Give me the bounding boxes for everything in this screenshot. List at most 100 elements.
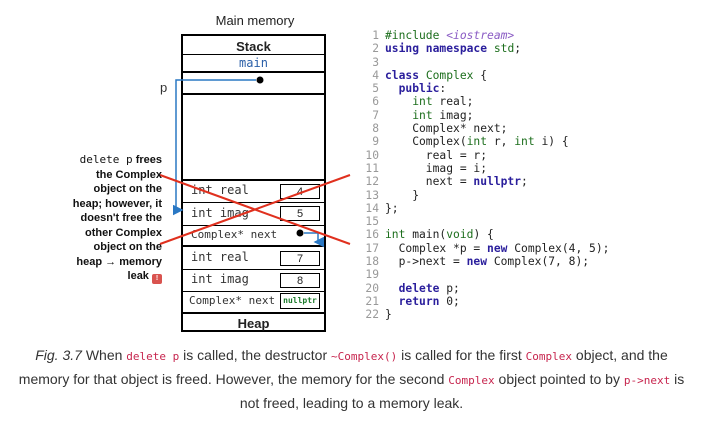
figure-caption: Fig. 3.7 When delete p is called, the de… [10,344,693,415]
code-line: 3 [365,56,609,69]
stack-divider [183,54,324,55]
code-text: #include <iostream> [385,29,515,42]
line-number: 20 [365,281,379,295]
heap-object-1-top [183,179,324,181]
code-line: 11 imag = i; [365,162,609,175]
line-number: 10 [365,148,379,162]
code-text: } [385,308,392,322]
line-number: 15 [365,215,379,229]
side-note-text: frees the Complex object on the heap; ho… [72,154,162,282]
object-2-real-field: int real [191,250,249,264]
code-line: 13 } [365,189,609,202]
line-number: 21 [365,294,379,308]
code-line: 18 p->next = new Complex(7, 8); [365,255,609,268]
code-text: return 0; [398,294,460,308]
code-line: 7 int imag; [365,109,609,122]
code-line: 10 real = r; [365,149,609,162]
pointer-p-label: p [160,80,168,95]
side-note-code: delete p [79,153,133,166]
code-line: 19 [365,268,609,281]
caption-text-2: is called, the destructor [179,347,332,363]
code-line: 14}; [365,202,609,215]
code-text: int real; [412,95,474,109]
code-text: public: [398,82,447,96]
caption-text-5: object pointed to by [494,371,624,387]
code-text: p->next = new Complex(7, 8); [385,255,590,269]
line-number: 4 [372,68,379,82]
code-line: 15 [365,215,609,228]
line-number: 7 [372,108,379,122]
code-line: 21 return 0; [365,295,609,308]
caption-text-6: is not freed, leading to a memory leak. [239,371,685,411]
code-text: next = nullptr; [385,175,528,189]
object-2-divider-2 [183,291,324,292]
object-2-imag-value: 8 [280,273,320,288]
code-line: 4 class Complex { [365,69,609,82]
code-text: imag = i; [385,161,488,175]
line-number: 13 [365,188,379,202]
object-2-next-field: Complex* next [189,294,276,307]
line-number: 9 [372,135,379,149]
line-number: 1 [372,29,379,42]
line-number: 11 [365,161,379,175]
code-line: 20 delete p; [365,281,627,295]
object-1-next-field: Complex* next [191,228,278,241]
code-text: } [385,188,420,202]
memory-box: Stack main int real 4 int imag 5 Complex… [181,34,326,332]
caption-code-4: Complex [448,374,495,387]
object-2-divider-1 [183,269,324,270]
caption-code-3: Complex [525,350,573,363]
stack-frame-top [183,71,324,73]
code-text: Complex *p = new Complex(4, 5); [385,241,610,255]
line-number: 2 [372,42,379,56]
line-number: 12 [365,175,379,189]
heap-object-2-bottom [183,312,324,314]
code-text: Complex* next; [385,122,508,136]
code-text: class Complex { [385,68,488,82]
object-1-divider-1 [183,202,324,203]
line-number: 14 [365,201,379,215]
line-number: 18 [365,255,379,269]
object-2-imag-field: int imag [191,272,249,286]
line-number: 17 [365,241,379,255]
caption-text-3: is called for the first [397,347,526,363]
line-number: 22 [365,308,379,322]
caption-code-2: ~Complex() [331,350,398,363]
code-line: 6 int real; [365,95,609,108]
stack-label: Stack [236,39,271,54]
caption-text-4: object, and the memory for that object i… [18,347,668,387]
code-line: 1 #include <iostream> [365,29,609,42]
code-line: 12 next = nullptr; [365,175,609,188]
code-text: }; [385,201,399,215]
code-text: Complex(int r, int i) { [385,135,569,149]
code-text: real = r; [385,148,488,162]
code-line: 22} [365,308,609,321]
pointer-next-arrow [304,232,324,248]
memory-title: Main memory [215,13,295,28]
pointer-p-arrow [173,79,256,216]
warning-icon: ! [152,274,162,284]
stack-frame-bottom [183,93,324,95]
object-1-real-value: 4 [280,184,320,199]
code-text: delete p; [398,281,460,295]
line-number: 3 [372,55,379,69]
side-note: delete p frees the Complex object on the… [70,153,162,284]
line-number: 16 [365,228,379,242]
heap-label: Heap [237,316,270,331]
caption-code-5: p->next [623,374,671,387]
code-line: 17 Complex *p = new Complex(4, 5); [365,242,609,255]
code-line: 8 Complex* next; [365,122,609,135]
caption-text-1: When [81,347,127,363]
pointer-next-dot [296,229,304,237]
pointer-p-dot [256,76,264,84]
heap-object-1-bottom [183,245,324,247]
line-number: 19 [365,268,379,282]
caption-fig: Fig. 3.7 [35,347,82,363]
object-1-real-field: int real [191,183,249,197]
freed-cross-line-2 [159,174,351,245]
object-1-imag-value: 5 [280,206,320,221]
code-line: 9 Complex(int r, int i) { [365,135,609,148]
